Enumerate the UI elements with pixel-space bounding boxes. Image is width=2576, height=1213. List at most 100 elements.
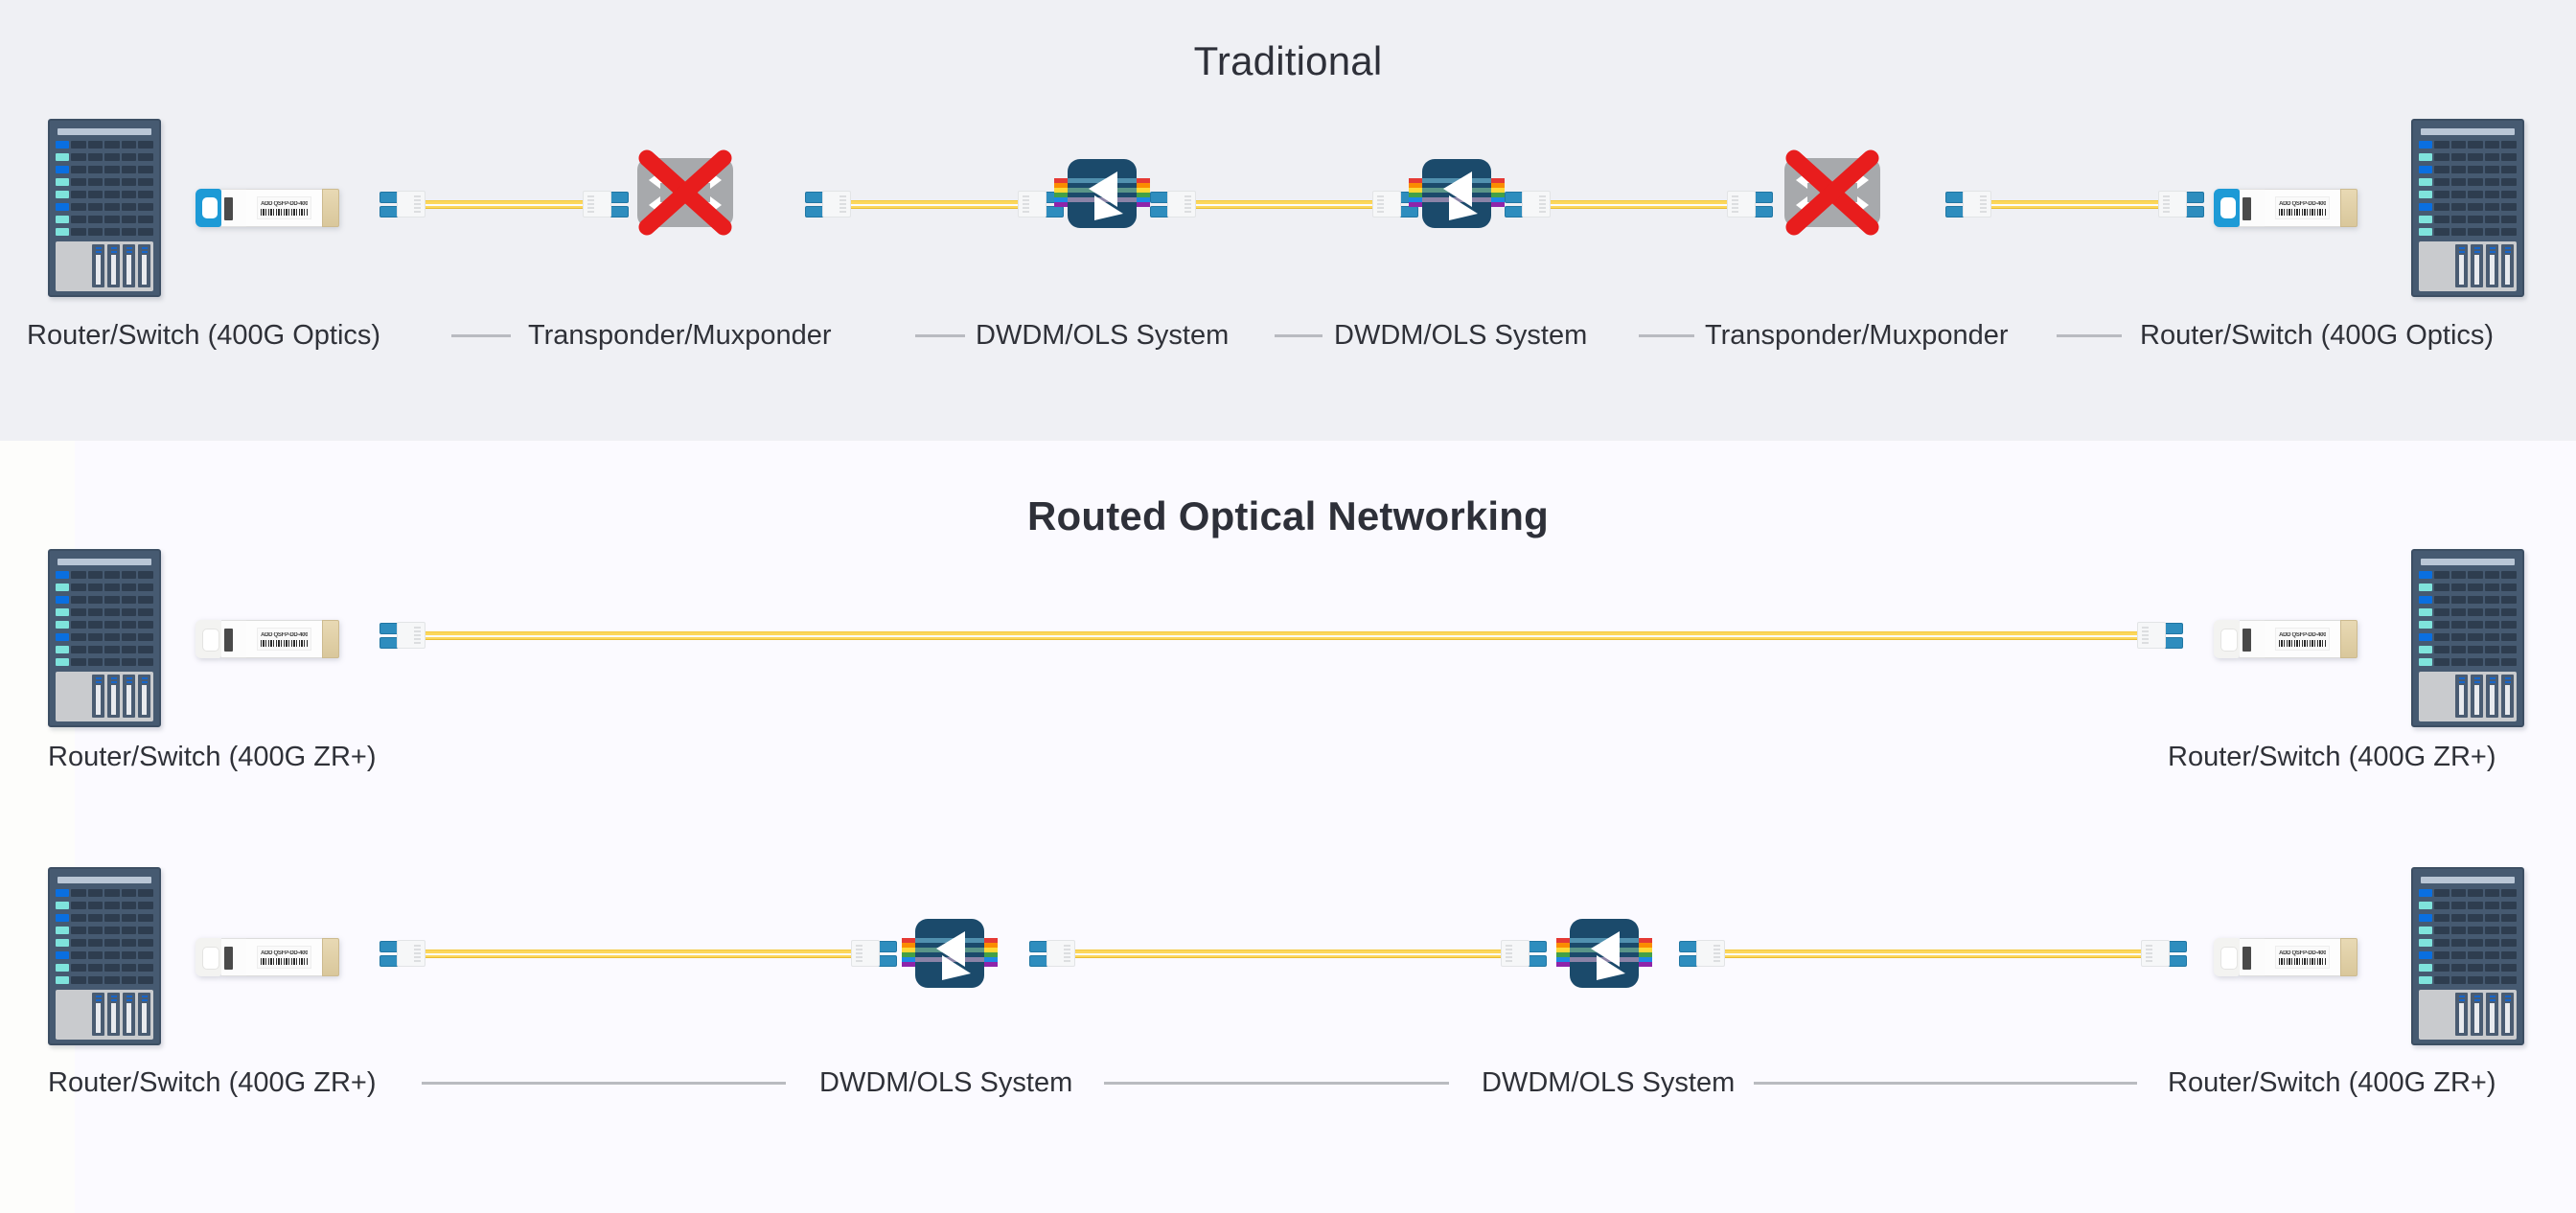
chassis-port-cell [2450, 141, 2467, 149]
lc-duplex-connector[interactable] [583, 188, 629, 220]
lc-duplex-connector[interactable] [2137, 619, 2183, 652]
lc-duplex-connector[interactable] [805, 188, 851, 220]
chassis-port-cell [2434, 166, 2450, 173]
qsfp-dd-400g-optics-right[interactable]: ADD QSFP-DD-400G [2214, 189, 2358, 227]
lc-duplex-connector[interactable] [2141, 937, 2187, 970]
fiber-optic-cable [1723, 949, 2143, 958]
patch-cord-long[interactable] [380, 619, 2183, 652]
chassis-port-cell [2450, 153, 2467, 161]
lc-boot [805, 191, 824, 203]
chassis-port-row [56, 152, 153, 162]
lc-duplex-connector[interactable] [2158, 188, 2204, 220]
chassis-port-cell [2468, 141, 2483, 149]
patch-cord-3[interactable] [1150, 188, 1418, 220]
caption-connector-line [2057, 334, 2122, 337]
chassis-port-cell [104, 914, 120, 922]
patch-cord-4[interactable] [1505, 188, 1773, 220]
lc-boot [1505, 205, 1524, 217]
patch-cord-2[interactable] [1029, 937, 1547, 970]
device-caption: Router/Switch (400G Optics) [27, 320, 381, 351]
chassis-port-cell [138, 166, 153, 173]
lc-duplex-connector[interactable] [1029, 937, 1075, 970]
patch-cord-1[interactable] [380, 188, 629, 220]
chassis-port-cell [2484, 646, 2500, 653]
fiber-optic-cable [1549, 199, 1729, 209]
psu-led [95, 681, 102, 683]
psu-led [2458, 677, 2465, 679]
lc-duplex-connector[interactable] [380, 188, 426, 220]
patch-cord-5[interactable] [1945, 188, 2204, 220]
chassis-port-cell [71, 658, 86, 666]
transceiver-barcode [261, 639, 308, 647]
patch-cord-2[interactable] [805, 188, 1064, 220]
chassis-port-row [2419, 975, 2517, 985]
transponder-muxponder-left[interactable] [637, 149, 733, 236]
fiber-optic-cable [1073, 949, 1503, 958]
router-switch-left[interactable] [48, 867, 161, 1045]
caption-connector-line [422, 1082, 786, 1085]
router-switch-right[interactable] [2411, 119, 2524, 297]
chassis-status-led [56, 914, 69, 922]
lc-duplex-connector[interactable] [1501, 937, 1547, 970]
qsfp-dd-400g-zr-right[interactable]: ADD QSFP-DD-400G [2214, 938, 2358, 976]
psu-led [110, 681, 117, 683]
chassis-port-cell [71, 939, 86, 947]
lc-duplex-connector[interactable] [1727, 188, 1773, 220]
lc-boot [2164, 636, 2183, 649]
transponder-muxponder-right[interactable] [1784, 149, 1880, 236]
patch-cord-3[interactable] [1679, 937, 2187, 970]
dwdm-ols-left[interactable] [902, 919, 998, 988]
psu-led [2458, 251, 2465, 253]
chassis-port-cell [2450, 646, 2467, 653]
lc-duplex-connector[interactable] [1679, 937, 1725, 970]
chassis-port-cell [2484, 939, 2500, 947]
chassis-port-cell [87, 964, 104, 972]
lc-duplex-connector[interactable] [380, 619, 426, 652]
chassis-port-row [2419, 926, 2517, 935]
dwdm-ols-left[interactable] [1054, 159, 1150, 228]
chassis-port-cell [2468, 166, 2483, 173]
lc-duplex-connector[interactable] [1150, 188, 1196, 220]
patch-cord-1[interactable] [380, 937, 897, 970]
lc-boot [610, 191, 629, 203]
router-switch-right[interactable] [2411, 867, 2524, 1045]
chassis-port-cell [121, 571, 137, 579]
chassis-port-cell [2434, 902, 2450, 909]
lc-duplex-connector[interactable] [1505, 188, 1551, 220]
qsfp-dd-400g-zr-left[interactable]: ADD QSFP-DD-400G [196, 938, 339, 976]
router-switch-right[interactable] [2411, 549, 2524, 727]
chassis-status-led [56, 951, 69, 959]
chassis-port-cell [138, 141, 153, 149]
chassis-port-row [2419, 202, 2517, 212]
psu-led [2458, 999, 2465, 1001]
lc-duplex-connector[interactable] [380, 937, 426, 970]
chassis-port-row [2419, 620, 2517, 629]
chassis-status-led [56, 633, 69, 641]
lc-duplex-connector[interactable] [1945, 188, 1991, 220]
dwdm-ols-right[interactable] [1409, 159, 1505, 228]
psu-led [2489, 677, 2496, 679]
chassis-port-cell [2501, 191, 2517, 198]
qsfp-dd-400g-zr-right[interactable]: ADD QSFP-DD-400G [2214, 620, 2358, 658]
chassis-port-row [2419, 963, 2517, 973]
chassis-faceplate-bar [2421, 128, 2515, 135]
router-switch-left[interactable] [48, 549, 161, 727]
lc-duplex-connector[interactable] [851, 937, 897, 970]
dwdm-ols-right[interactable] [1556, 919, 1652, 988]
router-switch-left[interactable] [48, 119, 161, 297]
chassis-port-row [56, 607, 153, 617]
chassis-port-row [56, 165, 153, 174]
chassis-port-cell [87, 608, 104, 616]
qsfp-dd-400g-optics-left[interactable]: ADD QSFP-DD-400G [196, 189, 339, 227]
chassis-port-cell [2468, 228, 2483, 236]
qsfp-dd-400g-zr-left[interactable]: ADD QSFP-DD-400G [196, 620, 339, 658]
fiber-optic-cable [1194, 199, 1374, 209]
chassis-port-row [56, 215, 153, 224]
chassis-status-led [56, 141, 69, 149]
chassis-port-cell [2468, 927, 2483, 934]
chassis-port-cell [138, 646, 153, 653]
psu-led [2489, 681, 2496, 683]
chassis-port-cell [2450, 621, 2467, 629]
psu-led [2473, 996, 2480, 997]
chassis-port-cell [138, 939, 153, 947]
